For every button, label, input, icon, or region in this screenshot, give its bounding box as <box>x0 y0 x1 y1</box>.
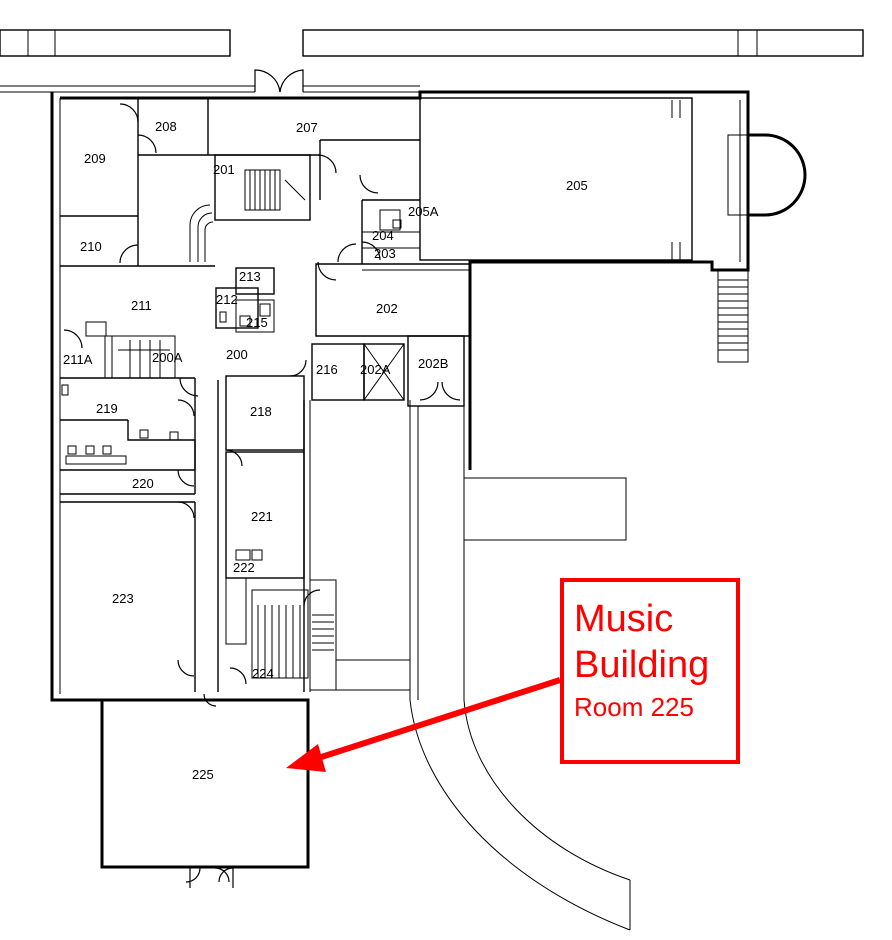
room-label-202: 202 <box>376 301 398 316</box>
room-label-207: 207 <box>296 120 318 135</box>
room-label-220: 220 <box>132 476 154 491</box>
walkway <box>0 29 864 93</box>
location-callout: Music Building Room 225 <box>560 578 740 764</box>
room-label-201: 201 <box>213 162 235 177</box>
room-label-210: 210 <box>80 239 102 254</box>
room-label-213: 213 <box>239 269 261 284</box>
room-label-225: 225 <box>192 767 214 782</box>
room-label-202B: 202B <box>418 356 448 371</box>
room-label-204: 204 <box>372 228 394 243</box>
callout-line-3: Room 225 <box>574 692 694 722</box>
room-label-215: 215 <box>246 315 268 330</box>
room-label-211: 211 <box>131 298 152 313</box>
outdoor-walkway <box>336 400 631 931</box>
room-label-203: 203 <box>374 246 396 261</box>
room-label-224: 224 <box>252 666 274 681</box>
room-label-216: 216 <box>316 362 338 377</box>
callout-line-1: Music <box>574 598 674 640</box>
room-labels: 208 207 209 201 205 205A 204 203 210 213… <box>63 119 588 782</box>
room-label-221: 221 <box>251 509 273 524</box>
room-label-212: 212 <box>216 292 238 307</box>
room-label-218: 218 <box>250 404 272 419</box>
callout-arrow <box>286 677 561 772</box>
room-label-223: 223 <box>112 591 134 606</box>
room-label-209: 209 <box>84 151 106 166</box>
interior-walls <box>60 97 693 692</box>
doors <box>63 103 461 888</box>
fixtures <box>61 219 402 561</box>
room-label-200A: 200A <box>152 350 183 365</box>
east-stair <box>717 269 749 363</box>
room-label-222: 222 <box>233 560 255 575</box>
room-label-211A: 211A <box>63 352 93 367</box>
room-label-219: 219 <box>96 401 118 416</box>
room-label-208: 208 <box>155 119 177 134</box>
room-label-202A: 202A <box>360 362 391 377</box>
room-label-200: 200 <box>226 347 248 362</box>
room-label-205A: 205A <box>408 204 439 219</box>
room-label-205: 205 <box>566 178 588 193</box>
callout-line-2: Building <box>574 644 710 686</box>
